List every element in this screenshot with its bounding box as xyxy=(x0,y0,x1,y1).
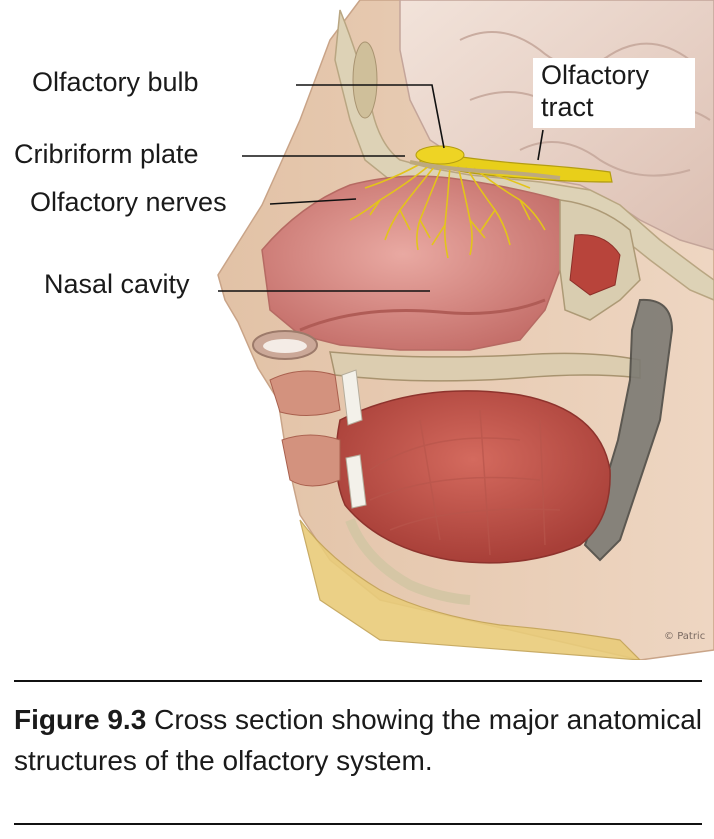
caption-text: Cross section showing the major anatomic… xyxy=(14,704,703,776)
lower-lip xyxy=(281,434,341,487)
caption-rule-top xyxy=(14,680,702,682)
tongue-fibers xyxy=(369,409,561,556)
label-olfactory-bulb: Olfactory bulb xyxy=(32,67,199,97)
nasal-turbinate xyxy=(299,298,546,332)
leader-olfactory-nerves xyxy=(269,198,357,205)
olfactory-bulb-shape xyxy=(415,145,465,165)
jaw-bone xyxy=(345,518,471,605)
label-olfactory-tract: Olfactory tract xyxy=(533,58,695,128)
lower-incisor xyxy=(345,454,367,509)
figure-number: Figure 9.3 xyxy=(14,704,147,735)
nostril-opening xyxy=(263,339,307,353)
label-olfactory-nerves: Olfactory nerves xyxy=(30,187,227,217)
sphenoid-sinus xyxy=(569,234,621,296)
label-nasal-cavity: Nasal cavity xyxy=(44,269,190,299)
leader-lines xyxy=(218,84,544,292)
credit-text: Patric xyxy=(677,631,706,642)
olfactory-nerve-fibres xyxy=(349,163,546,259)
cribriform-plate-shape xyxy=(409,160,561,180)
image-credit: © Patric xyxy=(664,631,706,642)
caption-rule-bottom xyxy=(14,823,702,825)
leader-olfactory-bulb xyxy=(296,84,445,149)
frontal-sinus xyxy=(352,41,378,119)
figure-caption: Figure 9.3 Cross section showing the maj… xyxy=(14,700,702,781)
leader-olfactory-tract xyxy=(537,129,544,161)
chin-fat xyxy=(299,519,641,660)
upper-lip xyxy=(269,370,341,416)
olfactory-anatomy-illustration xyxy=(217,0,714,660)
tongue xyxy=(335,390,611,564)
label-cribriform-plate: Cribriform plate xyxy=(14,139,199,169)
upper-incisor xyxy=(341,369,363,426)
olfactory-tract-shape xyxy=(419,149,613,183)
